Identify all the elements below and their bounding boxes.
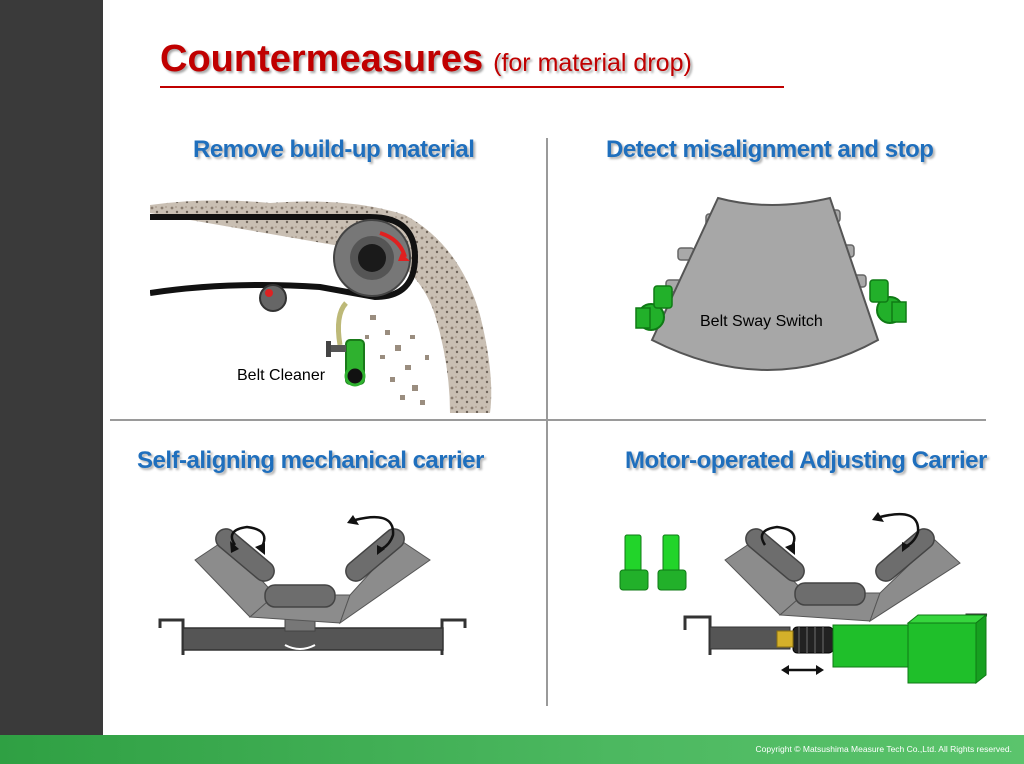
belt-cross-section [650, 196, 880, 371]
slide-title: Countermeasures (for material drop) [160, 38, 692, 81]
belt-sway-switch-label: Belt Sway Switch [700, 313, 823, 330]
cleaner-blade [336, 301, 348, 346]
heading-self-aligning-carrier: Self-aligning mechanical carrier [137, 447, 484, 474]
belt-sway-switch-illustration [635, 196, 907, 371]
return-idler [259, 284, 287, 312]
heading-remove-buildup: Remove build-up material [193, 136, 475, 163]
swing-arrow-right-icon [354, 515, 395, 552]
actuator-motor [832, 624, 919, 668]
title-main: Countermeasures [160, 38, 484, 80]
sway-switch-left [635, 285, 673, 331]
title-subtitle: (for material drop) [493, 49, 692, 77]
conveyor-belt [150, 214, 419, 301]
limit-switch-units [619, 534, 687, 591]
swing-arrow-left-icon [760, 525, 796, 551]
heading-motor-adjusting-carrier: Motor-operated Adjusting Carrier [625, 447, 987, 474]
self-aligning-carrier-illustration [158, 515, 467, 655]
sway-switch-right [869, 279, 907, 324]
footer-bar: Copyright © Matsushima Measure Tech Co.,… [0, 735, 1024, 764]
copyright-text: Copyright © Matsushima Measure Tech Co.,… [755, 744, 1013, 754]
horizontal-divider [110, 419, 986, 421]
motor-carrier-illustration [619, 512, 988, 685]
left-sidebar-bar [0, 0, 103, 735]
belt-cleaner-label: Belt Cleaner [237, 367, 326, 384]
heading-detect-misalignment: Detect misalignment and stop [606, 136, 934, 163]
vertical-divider [546, 138, 548, 706]
swing-arrow-left-icon [230, 525, 266, 551]
title-underline [160, 86, 784, 88]
falling-material [365, 315, 429, 405]
rotation-arrow-icon [379, 231, 407, 258]
belt-cleaner-illustration [150, 200, 492, 413]
swing-arrow-right-icon [879, 512, 920, 549]
